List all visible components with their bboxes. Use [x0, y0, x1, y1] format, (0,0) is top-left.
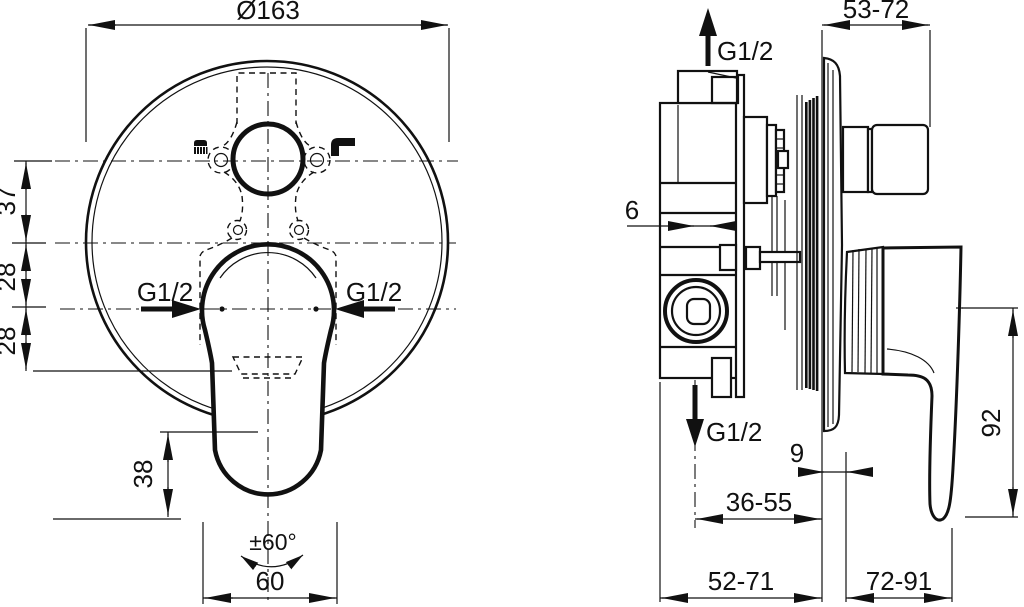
dim-9: 9: [790, 438, 873, 477]
dim-28b-label: 28: [0, 327, 21, 356]
port-right-label: G1/2: [346, 277, 402, 307]
brush-icon: [194, 140, 208, 154]
dim-6-label: 6: [625, 195, 639, 225]
dim-72-91: 72-91: [846, 566, 952, 603]
dim-53-72: 53-72: [822, 0, 930, 30]
dim-52-71: 52-71: [660, 566, 822, 603]
plaster-sleeve: [796, 95, 803, 390]
handle-sleeve-side: [843, 245, 885, 376]
dim-38: 38: [53, 431, 258, 520]
dim-53-72-label: 53-72: [843, 0, 910, 24]
dim-36-55: 36-55: [695, 487, 822, 524]
right-port-dot: [313, 306, 319, 312]
bottom-outlet-port: [663, 278, 729, 344]
swing-angle: ±60°: [240, 529, 304, 571]
dim-37-label: 37: [0, 187, 21, 216]
bottom-port-label: G1/2: [706, 417, 762, 447]
dim-9-label: 9: [790, 438, 804, 468]
dim-60: 60: [202, 522, 338, 604]
front-view: Ø163 37 28 28 G1/2 G1/2: [0, 0, 458, 604]
cartridge-stem: [742, 115, 790, 205]
hidden-spout-outline: [231, 356, 305, 379]
top-port-label: G1/2: [717, 36, 773, 66]
top-inlet: [676, 69, 740, 105]
escutcheon-plate-side: [822, 56, 844, 433]
bottom-port-callout: G1/2: [686, 385, 762, 447]
dim-38-label: 38: [128, 460, 158, 489]
top-port-callout: G1/2: [699, 8, 773, 66]
dim-diameter: Ø163: [85, 0, 450, 142]
front-centerlines: [55, 73, 458, 600]
fixing-screw: [718, 196, 802, 330]
mounting-flange: [734, 73, 746, 399]
dim-60-label: 60: [256, 566, 285, 596]
port-right-callout: G1/2: [335, 277, 402, 318]
rough-in-dashed-outline: [199, 72, 337, 345]
handle-hub: [841, 123, 930, 196]
dim-6: 6: [625, 195, 736, 231]
escutcheon-plate: [84, 59, 450, 425]
bottom-bracket: [710, 356, 733, 399]
dim-chain-left: 37 28 28: [0, 160, 232, 372]
dim-36-55-label: 36-55: [726, 487, 793, 517]
dim-92: 92: [962, 307, 1018, 518]
port-left-callout: G1/2: [137, 277, 201, 318]
dim-52-71-label: 52-71: [708, 566, 775, 596]
dim-diameter-label: Ø163: [236, 0, 300, 25]
port-left-label: G1/2: [137, 277, 193, 307]
dim-92-label: 92: [976, 409, 1006, 438]
swing-angle-label: ±60°: [249, 529, 296, 555]
side-extension-lines: [659, 30, 953, 602]
left-port-dot: [219, 306, 225, 312]
dim-72-91-label: 72-91: [866, 566, 933, 596]
wall-seal-stack: [805, 96, 819, 391]
lever-blade-side: [881, 245, 963, 522]
dim-28a-label: 28: [0, 263, 21, 292]
hex-key-icon: [331, 138, 355, 156]
side-view: G1/2 53-72 6 G1/2 9: [625, 0, 1018, 603]
